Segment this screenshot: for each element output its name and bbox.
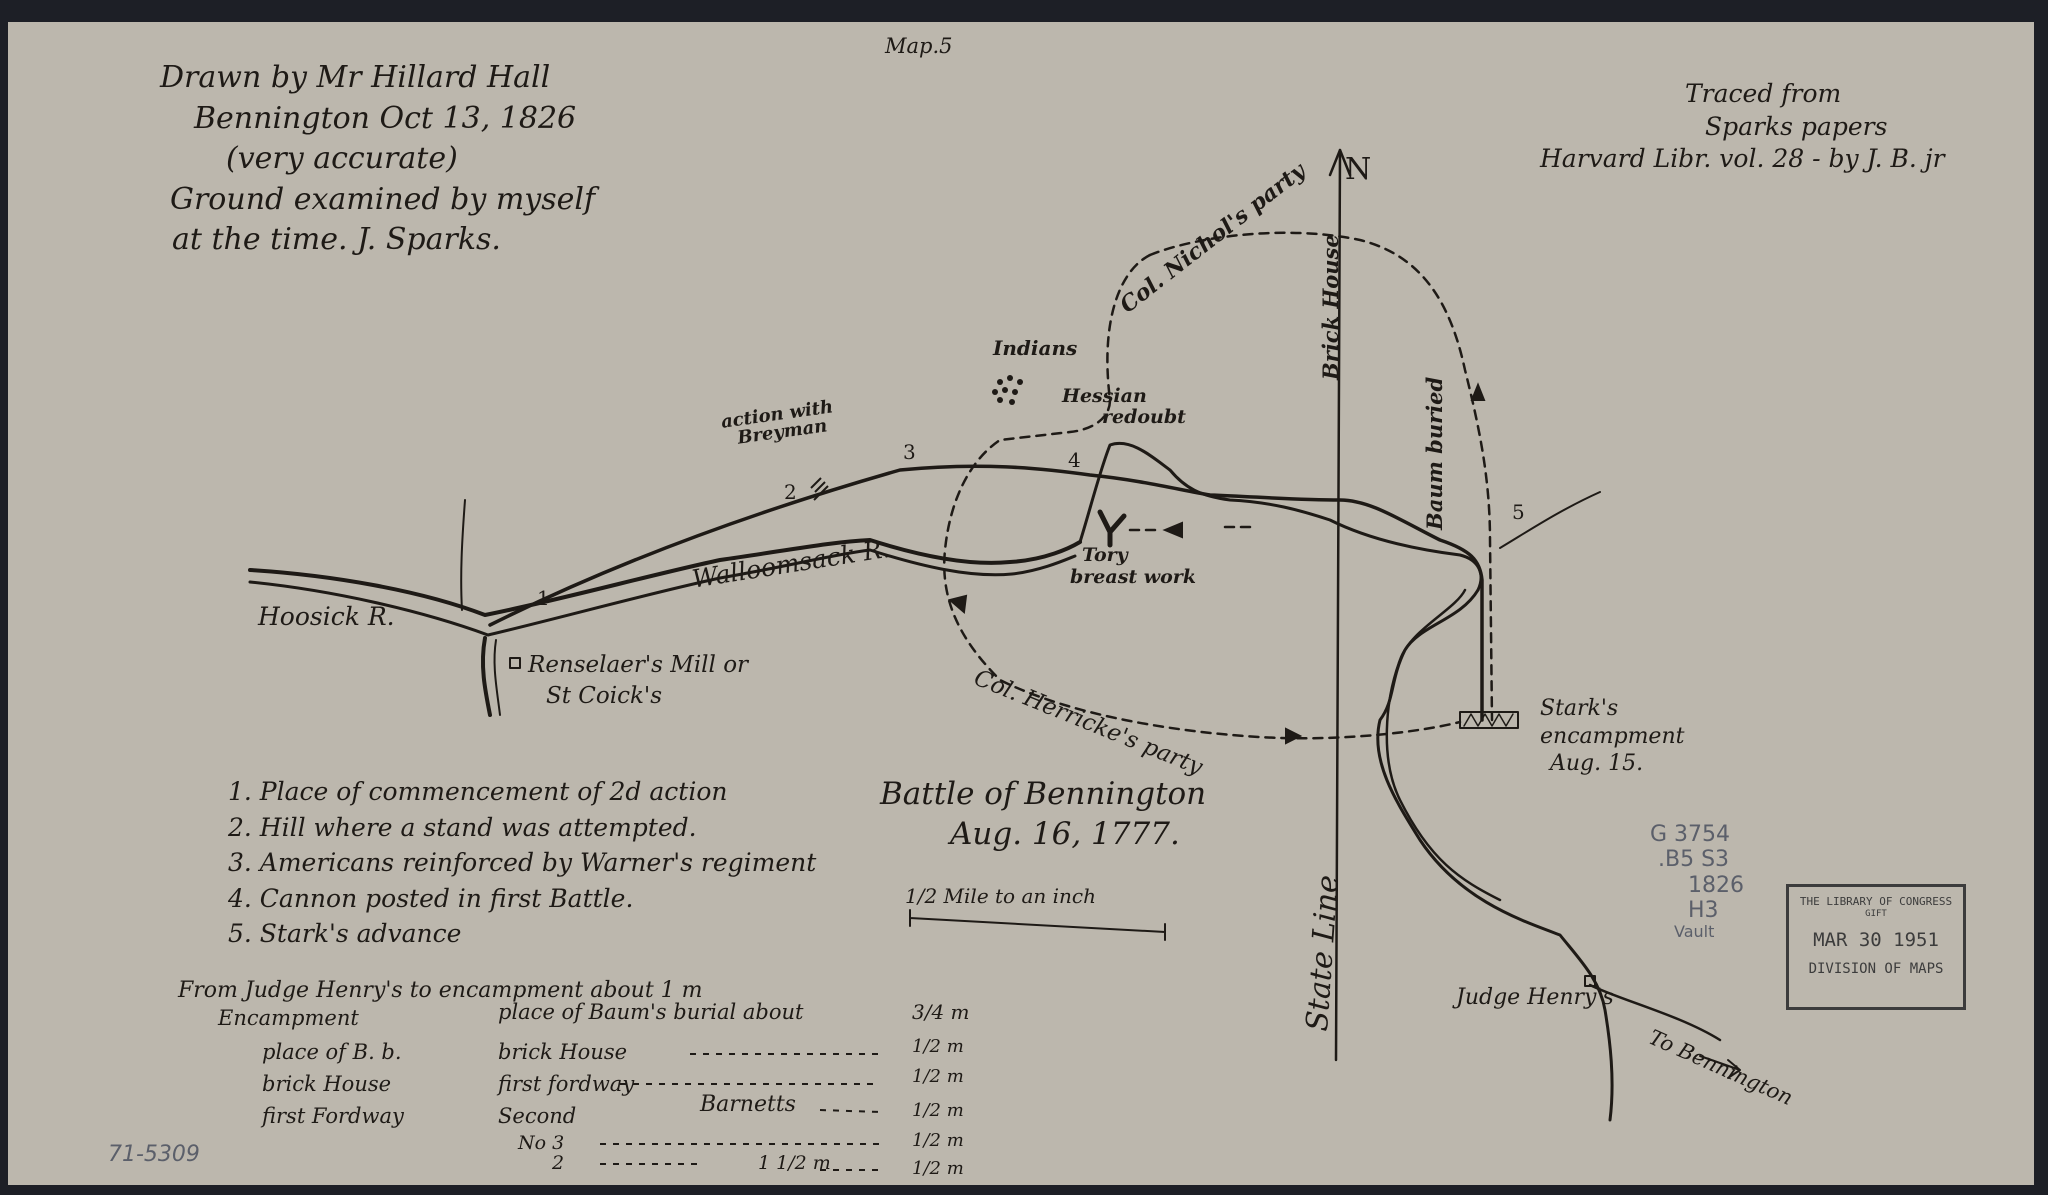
label-stark-encampment: Stark's encampment Aug. 15. bbox=[1540, 695, 1684, 778]
dist-from: Encampment bbox=[218, 1006, 359, 1030]
dist-value: 1/2 m bbox=[912, 1036, 964, 1057]
point-number: 1 bbox=[537, 586, 550, 610]
point-number: 2 bbox=[784, 480, 797, 504]
road bbox=[488, 464, 1484, 722]
label-tory-line: Tory bbox=[1082, 544, 1128, 566]
legend-item: 3. Americans reinforced by Warner's regi… bbox=[228, 848, 817, 877]
dist-to: first fordway bbox=[498, 1072, 635, 1096]
dist-row: Encampment bbox=[218, 1006, 359, 1031]
label-hessian-line: redoubt bbox=[1102, 405, 1186, 428]
map-title-line: Aug. 16, 1777. bbox=[950, 816, 1180, 853]
label-barnetts: Barnetts bbox=[700, 1092, 796, 1117]
label-hessian-redoubt: Hessian redoubt bbox=[1062, 386, 1186, 428]
dist-to: Second bbox=[498, 1104, 577, 1128]
call-number-line: Vault bbox=[1674, 922, 1715, 942]
label-stark-line: encampment bbox=[1540, 723, 1685, 749]
stamp-line: THE LIBRARY OF CONGRESS bbox=[1799, 895, 1953, 908]
dist-to: 2 bbox=[552, 1152, 565, 1174]
dist-to: No 3 bbox=[518, 1132, 565, 1154]
breyman-hill bbox=[810, 477, 829, 501]
map-sheet bbox=[8, 22, 2034, 1185]
point-number: 5 bbox=[1512, 500, 1525, 524]
label-mill-line: Renselaer's Mill or bbox=[528, 652, 749, 678]
call-number-line: H3 bbox=[1688, 897, 1719, 923]
label-stark-line: Stark's bbox=[1540, 696, 1619, 721]
call-number-line: .B5 S3 bbox=[1658, 847, 1730, 873]
legend-item: 5. Stark's advance bbox=[228, 919, 462, 948]
dist-value: 1/2 m bbox=[912, 1066, 964, 1087]
dist-value: 1/2 m bbox=[912, 1158, 964, 1179]
distances-heading: From Judge Henry's to encampment about 1… bbox=[178, 978, 703, 1003]
label-tory-breastwork: Tory breast work bbox=[1070, 544, 1196, 589]
stamp-date: MAR 30 1951 bbox=[1813, 929, 1939, 951]
scale-text: 1/2 Mile to an inch bbox=[905, 884, 1096, 908]
point-number: 3 bbox=[903, 440, 916, 464]
catalog-number: 71-5309 bbox=[108, 1142, 200, 1167]
author-note-line: Ground examined by myself bbox=[170, 181, 596, 217]
point-number: 4 bbox=[1068, 448, 1081, 472]
source-note: Traced from Sparks papers Harvard Libr. … bbox=[1540, 78, 1945, 176]
label-mill-line: St Coick's bbox=[546, 683, 663, 710]
sheet-label: Map.5 bbox=[885, 34, 953, 58]
nichols-path bbox=[1148, 231, 1494, 722]
dist-to: brick House bbox=[498, 1040, 628, 1064]
author-note-line: (very accurate) bbox=[226, 141, 458, 176]
label-indians: Indians bbox=[993, 336, 1078, 360]
author-note-line: at the time. J. Sparks. bbox=[172, 222, 501, 257]
indians-marker bbox=[992, 375, 1023, 405]
north-label: N bbox=[1345, 152, 1372, 187]
legend-item: 2. Hill where a stand was attempted. bbox=[228, 812, 697, 842]
library-stamp: THE LIBRARY OF CONGRESS GIFT MAR 30 1951… bbox=[1786, 884, 1966, 1010]
author-note-line: Bennington Oct 13, 1826 bbox=[194, 100, 577, 136]
legend-item: 4. Cannon posted in first Battle. bbox=[228, 883, 634, 913]
label-judge-henry: Judge Henry's bbox=[1456, 985, 1614, 1010]
call-number-line: G 3754 bbox=[1650, 822, 1731, 847]
dist-from: brick House bbox=[262, 1072, 392, 1096]
label-hoosick: Hoosick R. bbox=[258, 602, 395, 631]
stamp-line: GIFT bbox=[1865, 909, 1887, 919]
author-note: Drawn by Mr Hillard Hall Bennington Oct … bbox=[160, 58, 595, 261]
dist-value: 3/4 m bbox=[912, 1000, 970, 1024]
source-note-line: Traced from bbox=[1685, 79, 1842, 108]
source-note-line: Sparks papers bbox=[1705, 111, 1888, 141]
state-line bbox=[1334, 148, 1342, 1062]
stamp-division: DIVISION OF MAPS bbox=[1808, 961, 1944, 977]
call-number: G 3754 .B5 S3 1826 H3 Vault bbox=[1650, 822, 1744, 942]
dist-value: 1/2 m bbox=[912, 1100, 964, 1121]
dist-from: place of B. b. bbox=[262, 1040, 402, 1064]
legend: 1. Place of commencement of 2d action 2.… bbox=[228, 774, 816, 952]
author-note-line: Drawn by Mr Hillard Hall bbox=[160, 60, 551, 95]
scale-bar bbox=[909, 909, 1166, 941]
label-stark-line: Aug. 15. bbox=[1550, 751, 1644, 776]
dist-from: first Fordway bbox=[262, 1104, 404, 1128]
map-title: Battle of Bennington Aug. 16, 1777. bbox=[880, 774, 1206, 855]
tory-breastwork-marker bbox=[1097, 509, 1127, 548]
call-number-line: 1826 bbox=[1688, 872, 1744, 898]
dist-extra: 1 1/2 m bbox=[758, 1152, 831, 1174]
source-note-line: Harvard Libr. vol. 28 - by J. B. jr bbox=[1540, 144, 1945, 173]
map-title-line: Battle of Bennington bbox=[880, 776, 1207, 812]
hoosick-river bbox=[248, 538, 1082, 617]
label-tory-line: breast work bbox=[1070, 565, 1196, 588]
label-hessian-line: Hessian bbox=[1062, 385, 1147, 407]
legend-item: 1. Place of commencement of 2d action bbox=[228, 777, 728, 806]
label-mill: Renselaer's Mill or St Coick's bbox=[528, 650, 748, 712]
dist-to: place of Baum's burial about bbox=[498, 1000, 804, 1024]
dist-value: 1/2 m bbox=[912, 1130, 964, 1151]
